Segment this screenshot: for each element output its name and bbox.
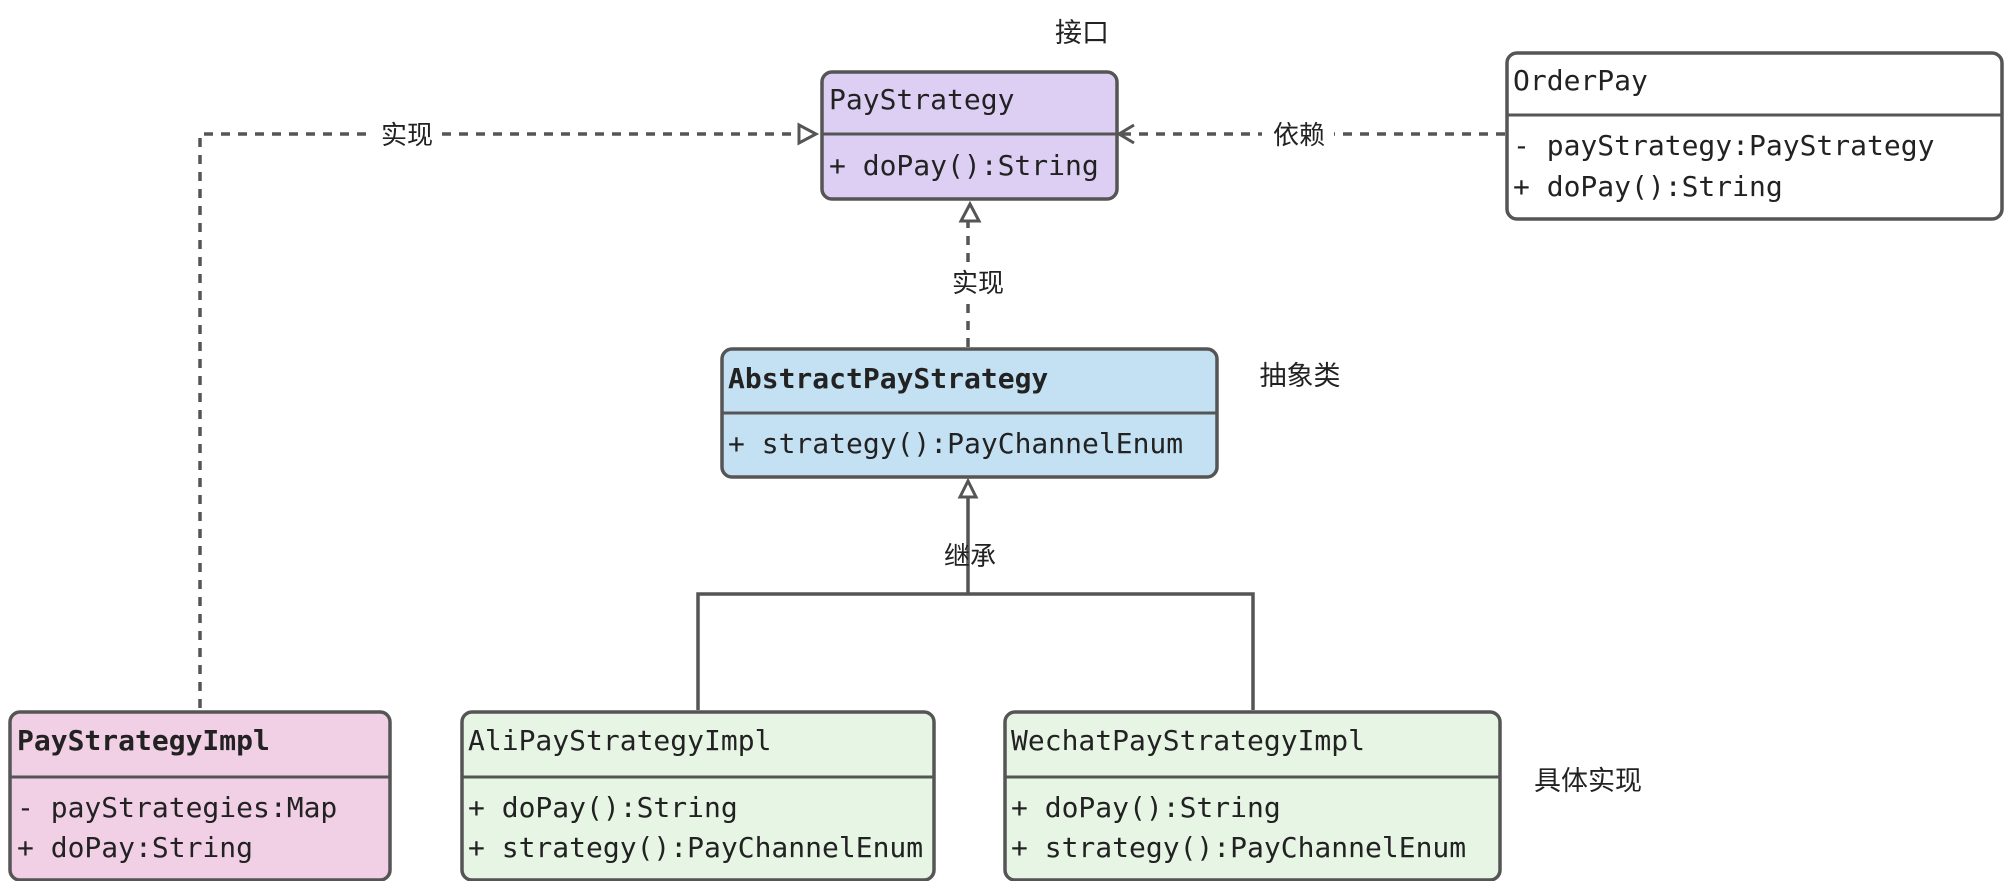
member-method: + strategy():PayChannelEnum: [1011, 831, 1466, 864]
open-arrowhead-icon: [1116, 123, 1135, 145]
member-field: - payStrategy:PayStrategy: [1513, 129, 1934, 162]
member-method: + doPay():String: [1513, 170, 1783, 203]
interface-annotation: 接口: [1055, 18, 1109, 49]
class-name: PayStrategyImpl: [17, 724, 270, 757]
class-pay-strategy[interactable]: PayStrategy + doPay():String: [820, 70, 1119, 201]
class-name: AliPayStrategyImpl: [468, 724, 771, 757]
member-method: + doPay():String: [468, 791, 738, 824]
member-method: + doPay():String: [829, 149, 1099, 182]
class-wechat-pay-strategy-impl[interactable]: WechatPayStrategyImpl + doPay():String +…: [1003, 710, 1502, 881]
class-name: PayStrategy: [829, 83, 1014, 116]
class-name: OrderPay: [1513, 64, 1648, 97]
member-method: + doPay():String: [1011, 791, 1281, 824]
class-ali-pay-strategy-impl[interactable]: AliPayStrategyImpl + doPay():String + st…: [460, 710, 936, 881]
concrete-impl-annotation: 具体实现: [1534, 766, 1642, 797]
member-method: + strategy():PayChannelEnum: [468, 831, 923, 864]
realization-edge-impl-to-interface: [198, 132, 800, 708]
class-name: WechatPayStrategyImpl: [1011, 724, 1365, 757]
dependency-label: 依赖: [1273, 121, 1325, 151]
hollow-arrowhead-icon: [957, 477, 979, 499]
realization-label-left: 实现: [381, 121, 433, 151]
class-pay-strategy-impl[interactable]: PayStrategyImpl - payStrategies:Map + do…: [8, 710, 392, 881]
member-field: - payStrategies:Map: [17, 791, 337, 824]
class-abstract-pay-strategy[interactable]: AbstractPayStrategy + strategy():PayChan…: [720, 347, 1219, 479]
member-method: + doPay:String: [17, 831, 253, 864]
realization-label-center: 实现: [952, 269, 1004, 299]
class-order-pay[interactable]: OrderPay - payStrategy:PayStrategy + doP…: [1505, 51, 2004, 221]
hollow-arrowhead-icon: [797, 122, 820, 146]
member-method: + strategy():PayChannelEnum: [728, 427, 1183, 460]
class-name: AbstractPayStrategy: [728, 362, 1048, 395]
inheritance-bracket: [696, 592, 1255, 710]
inheritance-label: 继承: [944, 542, 996, 572]
abstract-class-annotation: 抽象类: [1260, 361, 1341, 392]
hollow-arrowhead-icon: [958, 200, 982, 223]
